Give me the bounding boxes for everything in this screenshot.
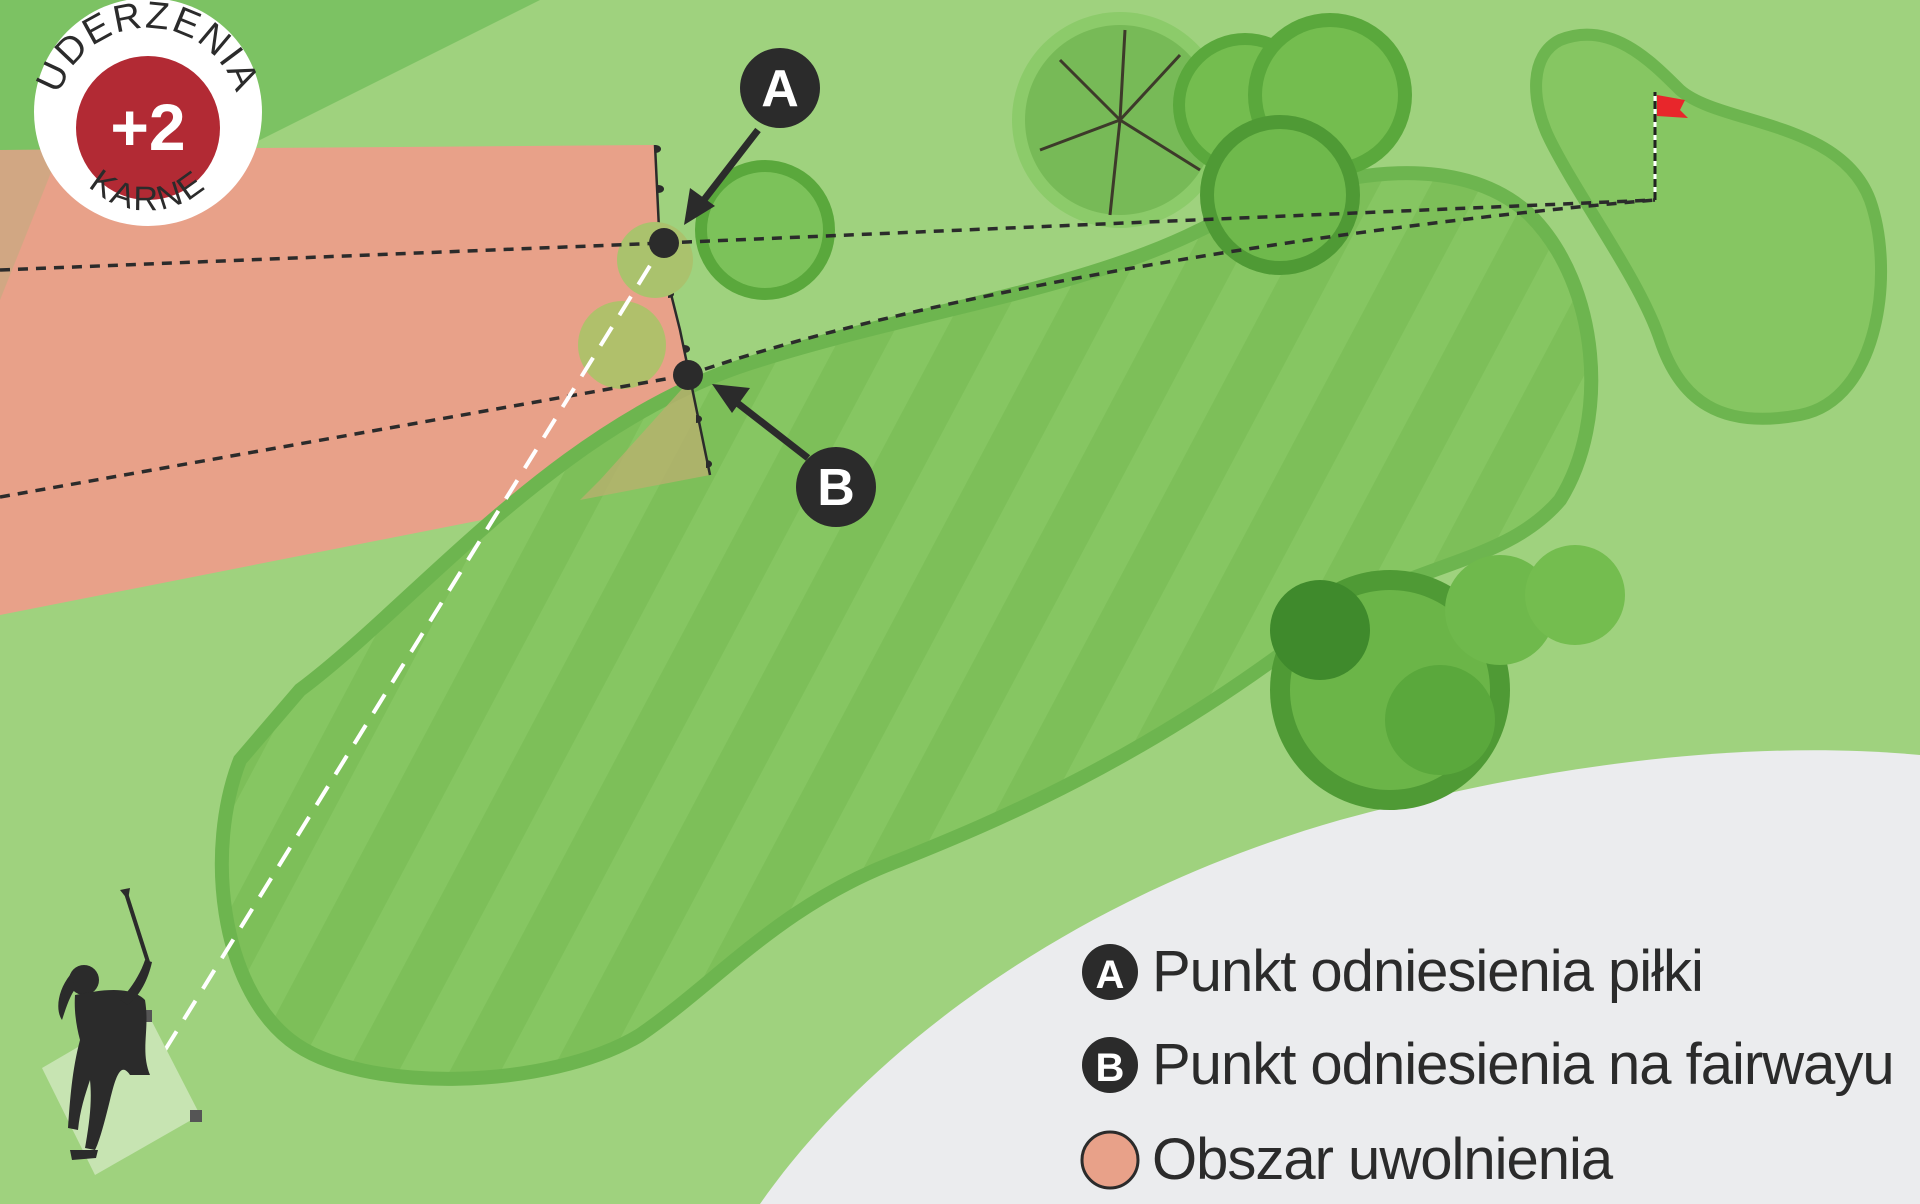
legend-relief-swatch bbox=[1080, 1130, 1140, 1190]
legend-marker-a-icon bbox=[1082, 944, 1138, 1000]
tree-group-penalty bbox=[578, 160, 835, 389]
shot-line bbox=[163, 241, 666, 1052]
marker-a-label: A bbox=[761, 60, 799, 118]
arrow-a bbox=[684, 127, 761, 225]
badge-value: +2 bbox=[110, 90, 185, 164]
tree-group-top bbox=[1012, 12, 1412, 275]
legend-symbols: A B bbox=[1080, 944, 1140, 1190]
tree-group-right bbox=[1270, 545, 1625, 810]
flag-icon bbox=[1653, 92, 1688, 200]
reference-lines bbox=[0, 198, 1656, 499]
relief-overlap-fairway bbox=[580, 380, 710, 500]
marker-b-label: B bbox=[817, 459, 855, 517]
legend-label-b: Punkt odniesienia na fairwayu bbox=[1152, 1032, 1895, 1097]
relief-overlap-left bbox=[0, 150, 60, 300]
ball-position-b bbox=[673, 360, 703, 390]
legend-key-b: B bbox=[1096, 1046, 1125, 1090]
arrow-b bbox=[712, 384, 811, 461]
marker-b: B bbox=[796, 447, 876, 527]
penalty-area-line bbox=[653, 144, 712, 476]
putting-green bbox=[1530, 28, 1888, 425]
legend-marker-b-icon bbox=[1082, 1037, 1138, 1093]
golfer-icon bbox=[58, 888, 152, 1160]
ball-position-a bbox=[649, 228, 679, 258]
legend-key-a: A bbox=[1096, 953, 1125, 997]
legend-label-a: Punkt odniesienia piłki bbox=[1152, 939, 1704, 1004]
fairway bbox=[214, 166, 1599, 1086]
marker-a: A bbox=[740, 48, 820, 128]
out-of-play-area bbox=[760, 750, 1920, 1204]
legend-label-relief: Obszar uwolnienia bbox=[1152, 1127, 1613, 1192]
